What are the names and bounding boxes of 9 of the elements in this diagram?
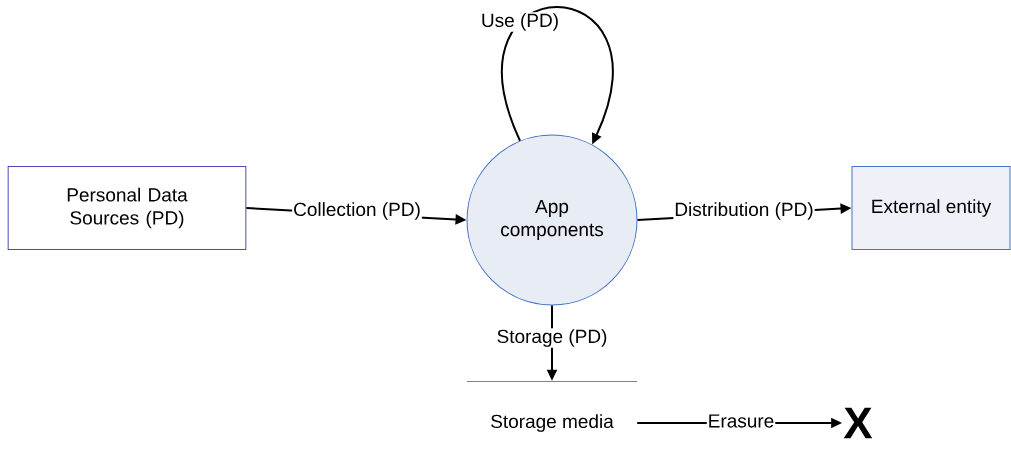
edge-label: Use (PD): [479, 12, 561, 32]
process-box: Personal Data Sources (PD): [7, 166, 247, 250]
data-store: Storage media: [467, 381, 637, 432]
entity-box: External entity: [851, 166, 1011, 250]
edge-label: Collection (PD): [292, 201, 422, 221]
edge-label: Distribution (PD): [673, 201, 815, 221]
edge-label: Storage (PD): [495, 328, 609, 348]
erase-mark: X: [843, 407, 873, 439]
edge-label: Erasure: [706, 413, 776, 429]
